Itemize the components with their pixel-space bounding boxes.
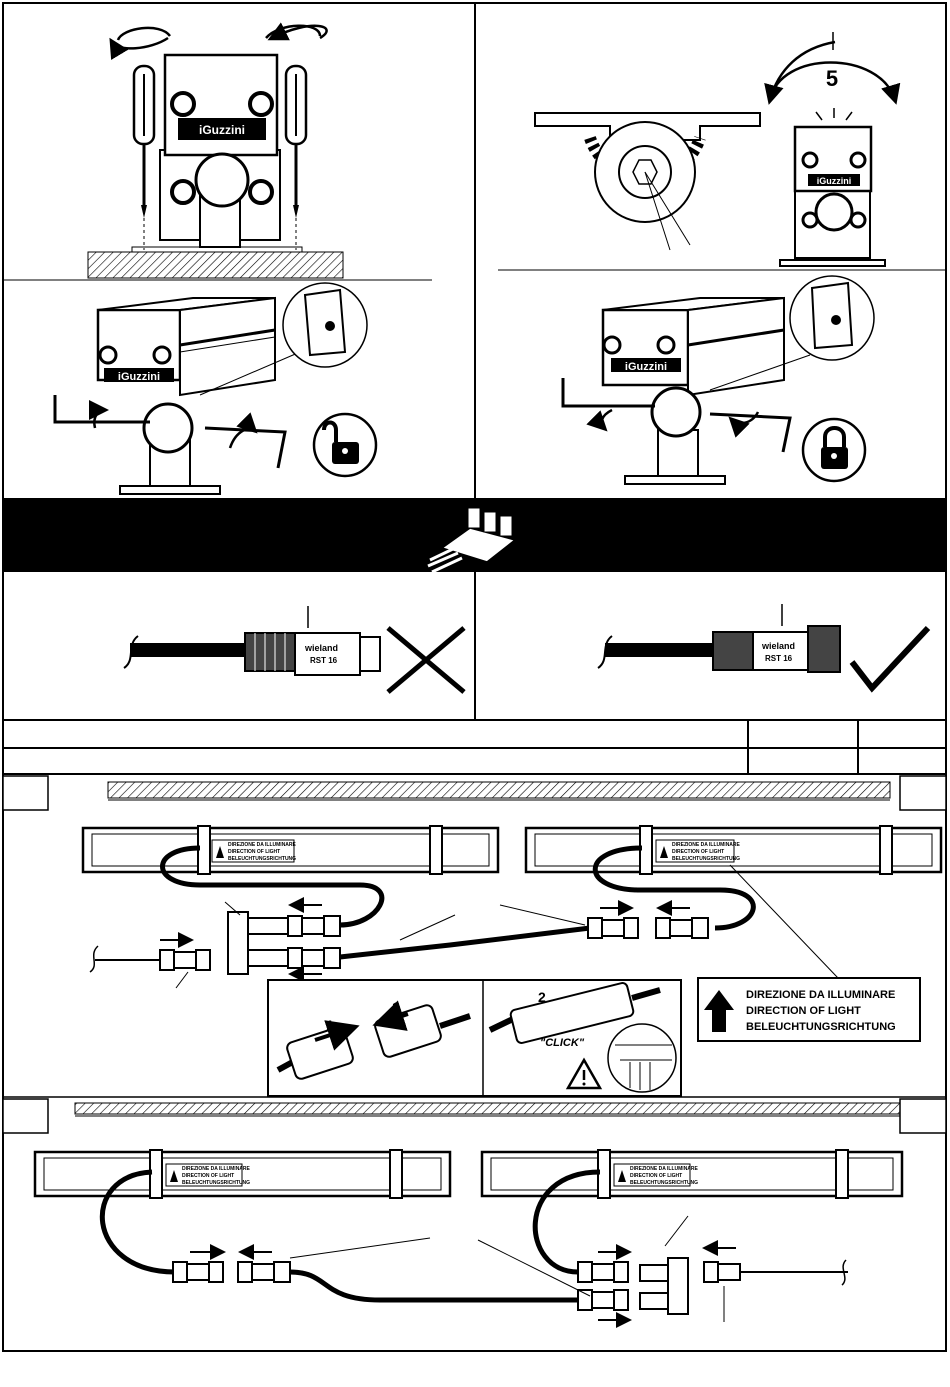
brand-logo: iGuzzini [199, 123, 245, 137]
brand-logo-d: iGuzzini [625, 361, 667, 373]
connector-maker: wieland [304, 643, 338, 653]
screwdriver-left [132, 64, 156, 250]
panel-unlock: iGuzzini [53, 282, 378, 495]
direction-text-small-8: DIRECTION OF LIGHT [182, 1173, 234, 1179]
arrow-up-icon [704, 990, 734, 1032]
screwdriver-right [284, 64, 308, 250]
click-label: "CLICK" [540, 1037, 585, 1049]
panel-fixing: iGuzzini [87, 22, 344, 279]
direction-text-small-5: DIRECTION OF LIGHT [672, 849, 724, 855]
step-1-label: 1 [326, 1017, 334, 1033]
brand-logo-c: iGuzzini [817, 176, 852, 186]
step-5-label: 5 [826, 66, 838, 91]
padlock-open-icon [312, 412, 378, 478]
section-tabs [2, 775, 947, 1134]
panel-adjust: 5 iGuzzini [534, 32, 901, 267]
wiring-diagram-2: DIREZIONE DA ILLUMINARE DIRECTION OF LIG… [33, 1102, 904, 1328]
step-2-label: 2 [538, 989, 546, 1005]
sheet-frame [2, 2, 947, 1352]
wiring-diagram-1: DIREZIONE DA ILLUMINARE DIRECTION OF LIG… [81, 781, 943, 1097]
direction-line-2: DIRECTION OF LIGHT [746, 1005, 861, 1017]
direction-text-small: DIREZIONE DA ILLUMINARE [228, 842, 297, 848]
warning-triangle-icon [565, 1057, 603, 1090]
direction-text-small-9: BELEUCHTUNGSRICHTUNG [182, 1180, 250, 1186]
direction-label: DIREZIONE DA ILLUMINARE DIRECTION OF LIG… [697, 977, 921, 1042]
padlock-closed-icon [801, 417, 867, 483]
connector-right: wieland RST 16 [597, 604, 931, 693]
direction-text-small-4: DIREZIONE DA ILLUMINARE [672, 842, 741, 848]
direction-line-3: BELEUCHTUNGSRICHTUNG [746, 1021, 896, 1033]
step-1b-label: 1 [392, 999, 400, 1015]
direction-text-small-7: DIREZIONE DA ILLUMINARE [182, 1166, 251, 1172]
click-inset: 1 1 2 "CLICK" [267, 979, 682, 1097]
connector-wrong: wieland RST 16 [123, 606, 466, 694]
direction-line-1: DIREZIONE DA ILLUMINARE [746, 989, 895, 1001]
connector-model-b: RST 16 [765, 654, 793, 663]
brand-logo-b: iGuzzini [118, 371, 160, 383]
connector-maker-b: wieland [761, 641, 795, 651]
panel-lock: iGuzzini [561, 275, 875, 485]
direction-text-small-11: DIRECTION OF LIGHT [630, 1173, 682, 1179]
cross-icon [386, 626, 466, 694]
connector-model: RST 16 [310, 656, 338, 665]
direction-text-small-10: DIREZIONE DA ILLUMINARE [630, 1166, 699, 1172]
terminal-block-icon [427, 507, 517, 574]
check-icon [849, 625, 931, 693]
direction-text-small-12: BELEUCHTUNGSRICHTUNG [630, 1180, 698, 1186]
direction-text-small-3: BELEUCHTUNGSRICHTUNG [228, 856, 296, 862]
rotate-arrow-icon [109, 22, 328, 61]
direction-text-small-6: BELEUCHTUNGSRICHTUNG [672, 856, 740, 862]
direction-text-small-2: DIRECTION OF LIGHT [228, 849, 280, 855]
